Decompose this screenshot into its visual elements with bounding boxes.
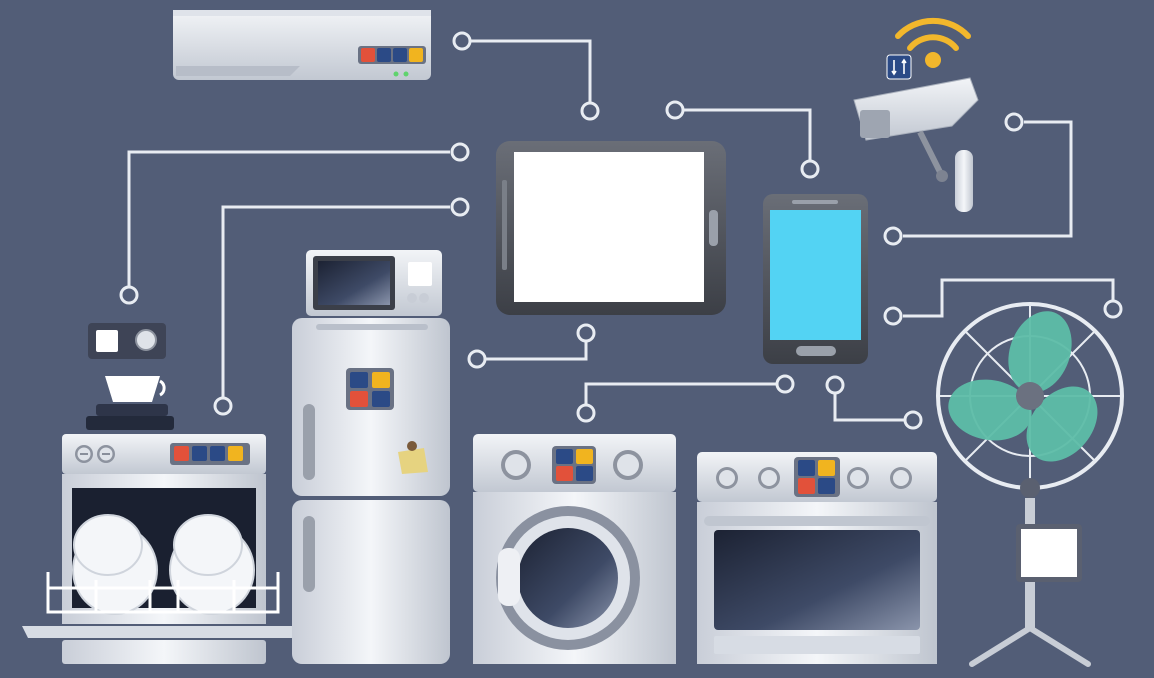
tablet[interactable] xyxy=(496,141,726,315)
electric-fan[interactable] xyxy=(936,302,1124,667)
connector-lines xyxy=(127,39,1115,422)
wifi-icon xyxy=(895,17,971,68)
air-conditioner[interactable] xyxy=(173,10,431,80)
settings-icon xyxy=(393,48,407,62)
ac-control-icons xyxy=(361,48,423,62)
sync-icon xyxy=(377,48,391,62)
power-icon xyxy=(361,48,375,62)
connector-nodes xyxy=(119,31,1123,430)
fan-control-screen xyxy=(1021,529,1077,577)
microwave[interactable] xyxy=(306,250,442,316)
home-icon xyxy=(96,330,118,352)
phone-screen xyxy=(770,210,861,340)
sync-icon xyxy=(886,54,912,80)
sticky-note xyxy=(398,448,428,474)
refrigerator[interactable] xyxy=(292,318,450,664)
oven[interactable] xyxy=(697,452,937,664)
wifi-icon xyxy=(409,48,423,62)
tablet-screen xyxy=(514,152,704,302)
dishwasher[interactable] xyxy=(22,434,306,664)
washing-machine[interactable] xyxy=(473,434,676,664)
security-camera[interactable] xyxy=(853,77,979,212)
coffee-machine[interactable] xyxy=(86,323,174,430)
smartphone[interactable] xyxy=(763,194,868,364)
